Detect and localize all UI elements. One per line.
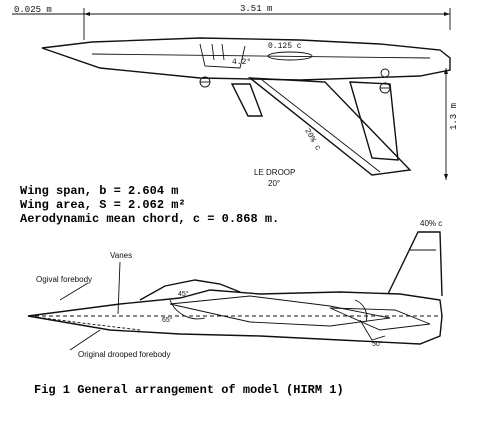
angle-50-label: 50° xyxy=(372,340,383,348)
vanes-label: Vanes xyxy=(110,251,132,260)
wing-span-text: Wing span, b = 2.604 m xyxy=(20,184,178,198)
angle-65-label: 65° xyxy=(162,316,173,324)
plan-view-drawing xyxy=(12,8,451,180)
dim-angle-label: 4.2° xyxy=(232,58,251,67)
dim-body-label: 0.125 c xyxy=(268,42,302,51)
mean-chord-text: Aerodynamic mean chord, c = 0.868 m. xyxy=(20,212,279,226)
angle-45-label: 45° xyxy=(178,290,189,298)
side-view-drawing xyxy=(27,231,443,351)
dim-chord-label: 20% c xyxy=(302,127,322,152)
le-droop-label: LE DROOP xyxy=(254,168,295,177)
dim-nose-label: 0.025 m xyxy=(14,5,52,15)
fin-chord-label: 40% c xyxy=(420,219,442,228)
dim-height-label: 1.3 m xyxy=(449,103,459,130)
wing-area-text: Wing area, S = 2.062 m² xyxy=(20,198,186,212)
le-droop-value: 20° xyxy=(268,179,280,188)
dim-length-label: 3.51 m xyxy=(240,4,272,14)
figure-caption: Fig 1 General arrangement of model (HIRM… xyxy=(34,383,344,397)
ogival-forebody-label: Ogival forebody xyxy=(36,275,92,284)
original-forebody-label: Original drooped forebody xyxy=(78,350,171,359)
